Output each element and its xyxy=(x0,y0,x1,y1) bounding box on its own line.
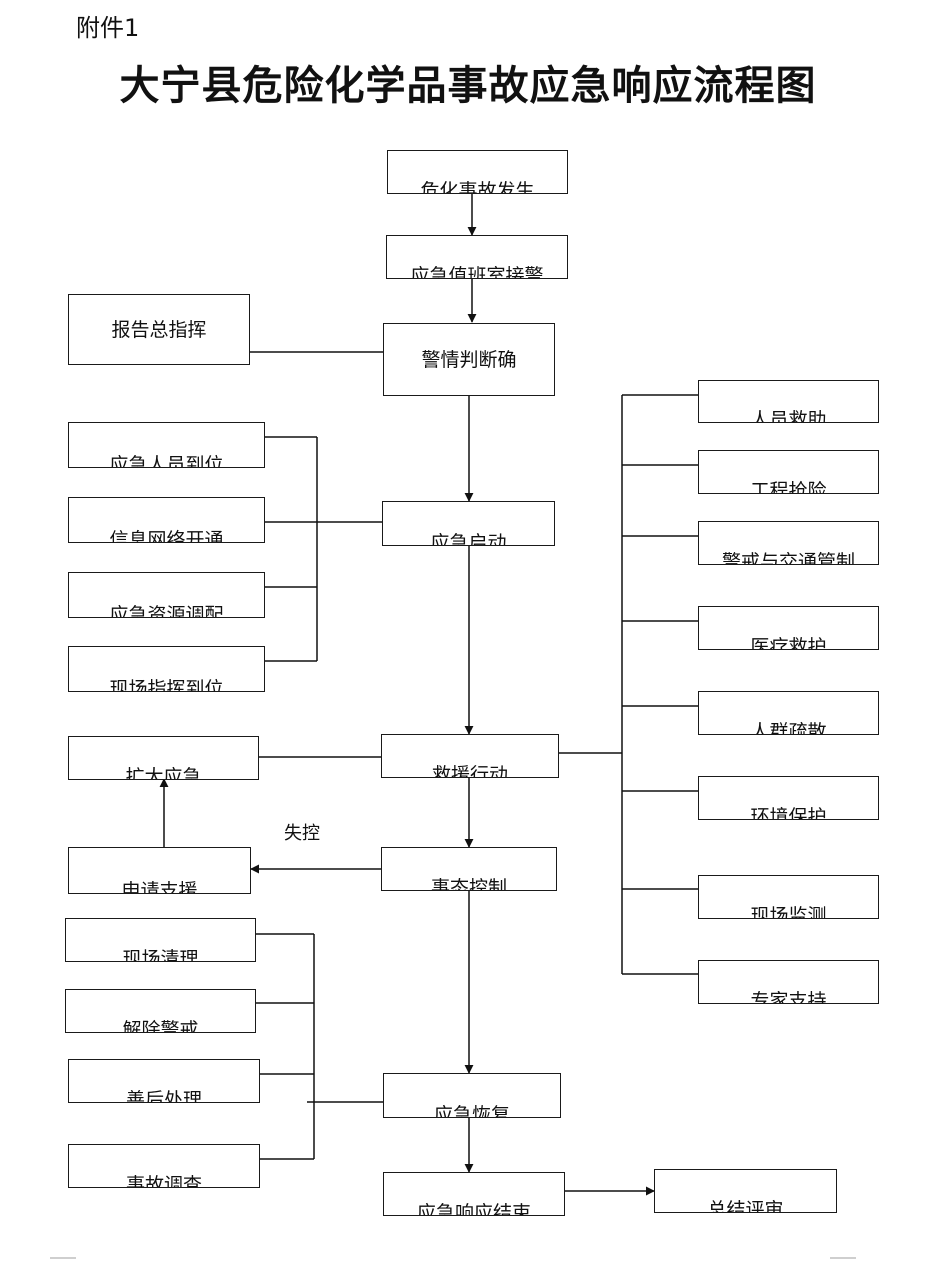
node-label: 救援行动 xyxy=(431,764,508,778)
label-lost-control: 失控 xyxy=(284,823,320,844)
node-label: 环境保护 xyxy=(750,806,827,820)
node-emergency-start: 应急启动 xyxy=(382,501,555,546)
node-duty-room-alarm: 应急值班室接警 xyxy=(386,235,568,279)
node-label: 人群疏散 xyxy=(750,721,827,735)
node-label: 应急启动 xyxy=(430,532,507,546)
node-label: 现场指挥到位 xyxy=(109,678,224,692)
page-title: 大宁县危险化学品事故应急响应流程图 xyxy=(119,63,817,109)
node-label: 信息网络开通 xyxy=(109,529,224,543)
node-rescue-item: 环境保护 xyxy=(698,776,879,820)
node-label: 事故调查 xyxy=(125,1174,202,1188)
node-label: 申请支援 xyxy=(121,880,198,894)
node-label: 医疗救护 xyxy=(750,636,827,650)
node-label: 事态控制 xyxy=(430,877,507,891)
node-recover-item: 事故调查 xyxy=(68,1144,260,1188)
node-start-item: 应急资源调配 xyxy=(68,572,265,618)
node-label: 警戒与交通管制 xyxy=(721,551,855,565)
node-rescue-item: 工程抢险 xyxy=(698,450,879,494)
node-recover-item: 现场清理 xyxy=(65,918,256,962)
attachment-label: 附件1 xyxy=(76,14,140,42)
node-rescue-item: 现场监测 xyxy=(698,875,879,919)
node-request-support: 申请支援 xyxy=(68,847,251,894)
node-label: 危化事故发生 xyxy=(420,180,535,194)
node-report-commander: 报告总指挥 xyxy=(68,294,250,365)
node-label: 警情判断确 xyxy=(421,348,517,371)
node-label: 善后处理 xyxy=(125,1089,202,1103)
node-response-end: 应急响应结束 xyxy=(383,1172,565,1216)
node-summary-review: 总结评审 xyxy=(654,1169,837,1213)
node-label: 应急恢复 xyxy=(433,1104,510,1118)
node-emergency-recovery: 应急恢复 xyxy=(383,1073,561,1118)
node-rescue-item: 警戒与交通管制 xyxy=(698,521,879,565)
node-rescue-item: 医疗救护 xyxy=(698,606,879,650)
page-edge-mark-right xyxy=(830,1257,856,1259)
node-label: 现场监测 xyxy=(750,905,827,919)
node-label: 人员救助 xyxy=(750,409,827,423)
node-rescue-action: 救援行动 xyxy=(381,734,559,778)
node-label: 应急响应结束 xyxy=(416,1202,531,1216)
node-label: 应急资源调配 xyxy=(109,604,224,618)
page-edge-mark-left xyxy=(50,1257,76,1259)
node-rescue-item: 人员救助 xyxy=(698,380,879,423)
node-recover-item: 解除警戒 xyxy=(65,989,256,1033)
node-rescue-item: 人群疏散 xyxy=(698,691,879,735)
node-start-item: 应急人员到位 xyxy=(68,422,265,468)
node-rescue-item: 专家支持 xyxy=(698,960,879,1004)
node-situation-control: 事态控制 xyxy=(381,847,557,891)
node-expand-emergency: 扩大应急 xyxy=(68,736,259,780)
node-label: 工程抢险 xyxy=(750,480,827,494)
node-start-item: 现场指挥到位 xyxy=(68,646,265,692)
node-label: 现场清理 xyxy=(122,948,199,962)
node-label: 解除警戒 xyxy=(122,1019,199,1033)
node-label: 专家支持 xyxy=(750,990,827,1004)
node-situation-judgment: 警情判断确 xyxy=(383,323,555,396)
node-start-item: 信息网络开通 xyxy=(68,497,265,543)
node-label: 报告总指挥 xyxy=(111,318,207,341)
node-recover-item: 善后处理 xyxy=(68,1059,260,1103)
node-label: 应急人员到位 xyxy=(109,454,224,468)
node-label: 扩大应急 xyxy=(125,766,202,780)
node-label: 总结评审 xyxy=(707,1199,784,1213)
node-label: 应急值班室接警 xyxy=(410,265,544,279)
node-incident-occurs: 危化事故发生 xyxy=(387,150,568,194)
